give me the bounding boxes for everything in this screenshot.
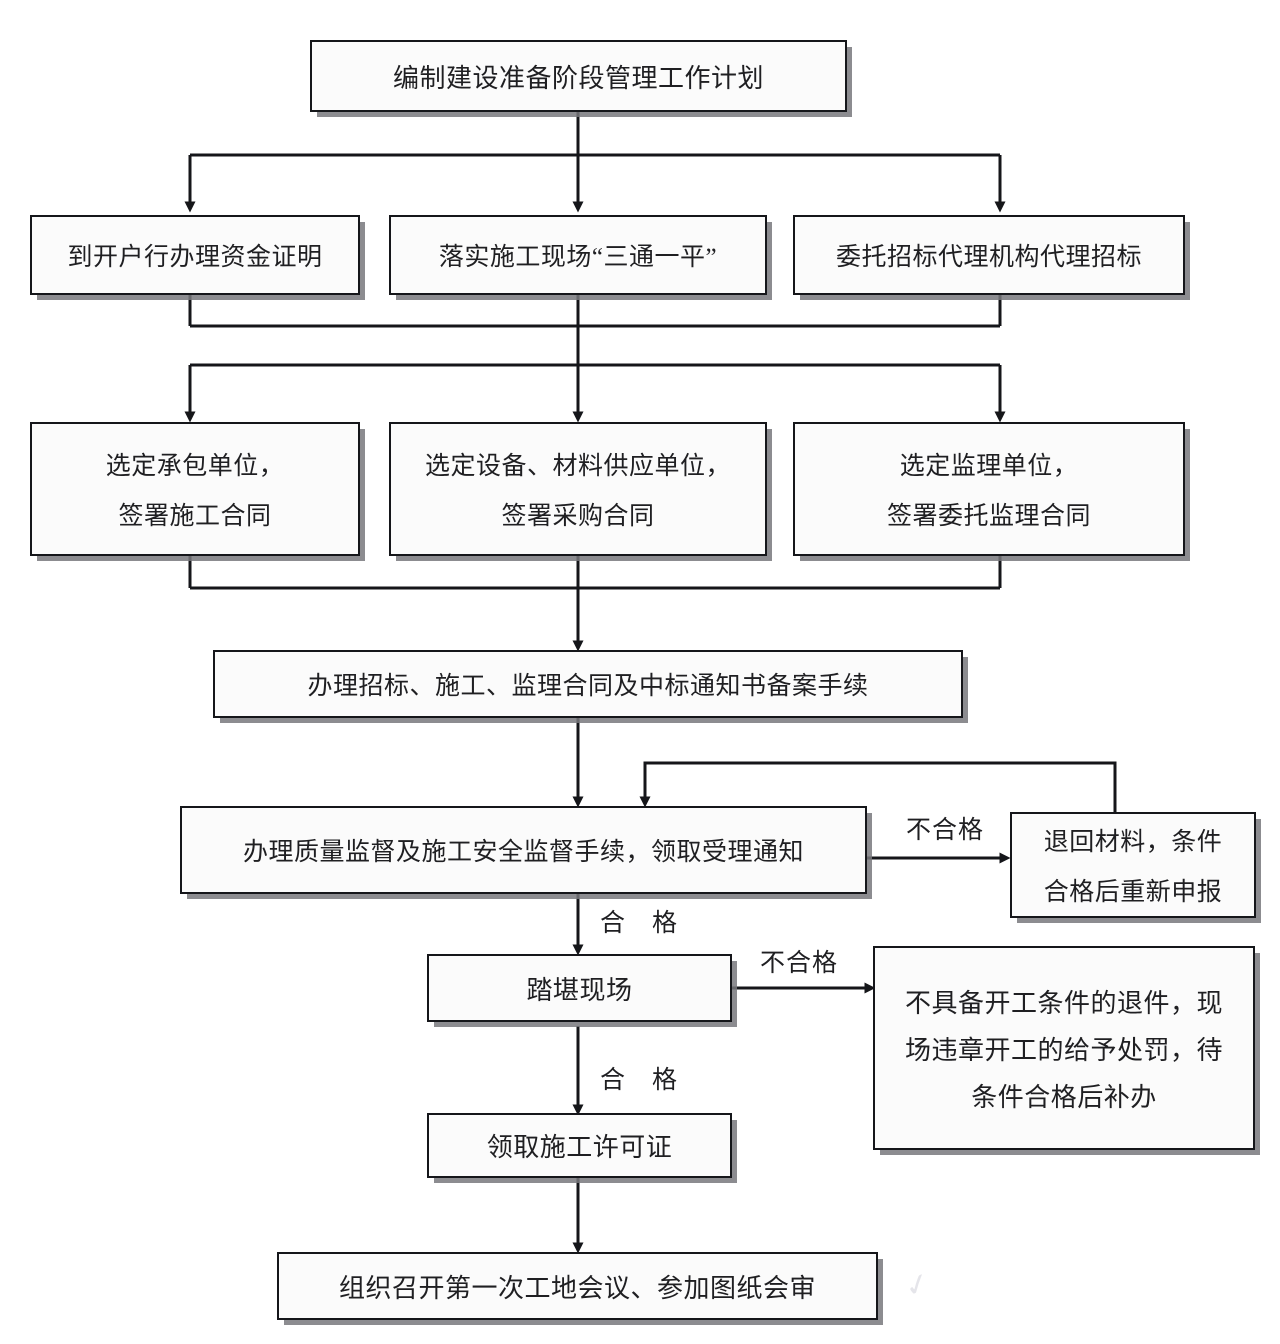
node-contractor-line2: 签署施工合同 [118, 503, 272, 530]
node-bidding-agent[interactable]: 委托招标代理机构代理招标 [793, 215, 1185, 295]
node-return-materials[interactable]: 退回材料，条件 合格后重新申报 [1010, 812, 1256, 918]
node-first-meeting[interactable]: 组织召开第一次工地会议、参加图纸会审 [277, 1252, 878, 1320]
edge-label-fail-to-return: 不合格 [906, 817, 985, 844]
node-supplier-line1: 选定设备、材料供应单位， [424, 453, 731, 480]
node-reject-penalty-line2: 场违章开工的给予处罚，待 [904, 1035, 1223, 1065]
node-plan[interactable]: 编制建设准备阶段管理工作计划 [310, 40, 847, 112]
node-reject-penalty-line1: 不具备开工条件的退件，现 [904, 988, 1223, 1018]
node-supplier[interactable]: 选定设备、材料供应单位， 签署采购合同 [389, 422, 767, 556]
node-plan-line1: 编制建设准备阶段管理工作计划 [392, 63, 764, 93]
node-first-meeting-line1: 组织召开第一次工地会议、参加图纸会审 [338, 1273, 816, 1303]
node-site-survey-line1: 踏堪现场 [526, 975, 633, 1005]
node-return-materials-line2: 合格后重新申报 [1043, 879, 1223, 906]
watermark: ✓ [900, 1265, 935, 1306]
node-reject-penalty[interactable]: 不具备开工条件的退件，现 场违章开工的给予处罚，待 条件合格后补办 [873, 946, 1255, 1150]
node-filing[interactable]: 办理招标、施工、监理合同及中标通知书备案手续 [213, 650, 963, 718]
node-quality-supervision-line1: 办理质量监督及施工安全监督手续，领取受理通知 [242, 839, 804, 866]
node-permit[interactable]: 领取施工许可证 [427, 1113, 732, 1178]
edge-label-fail-to-reject: 不合格 [760, 950, 839, 977]
node-contractor-line1: 选定承包单位， [105, 453, 285, 480]
node-supervisor-line1: 选定监理单位， [899, 453, 1079, 480]
node-permit-line1: 领取施工许可证 [486, 1133, 673, 1162]
node-supplier-line2: 签署采购合同 [501, 503, 655, 530]
edge-label-pass-to-survey: 合 格 [600, 910, 679, 937]
node-supervisor[interactable]: 选定监理单位， 签署委托监理合同 [793, 422, 1185, 556]
edge-label-pass-to-permit: 合 格 [600, 1067, 679, 1094]
node-fund-proof[interactable]: 到开户行办理资金证明 [30, 215, 360, 295]
node-site-ready[interactable]: 落实施工现场“三通一平” [389, 215, 767, 295]
node-site-survey[interactable]: 踏堪现场 [427, 954, 732, 1022]
node-fund-proof-line1: 到开户行办理资金证明 [67, 244, 323, 271]
node-site-ready-line1: 落实施工现场“三通一平” [438, 244, 718, 271]
node-bidding-agent-line1: 委托招标代理机构代理招标 [835, 244, 1142, 271]
node-filing-line1: 办理招标、施工、监理合同及中标通知书备案手续 [307, 673, 869, 700]
node-supervisor-line2: 签署委托监理合同 [886, 503, 1091, 530]
node-reject-penalty-line3: 条件合格后补办 [971, 1082, 1157, 1112]
node-contractor[interactable]: 选定承包单位， 签署施工合同 [30, 422, 360, 556]
node-return-materials-line1: 退回材料，条件 [1043, 829, 1223, 856]
wire-return-feedback [639, 761, 1117, 812]
node-quality-supervision[interactable]: 办理质量监督及施工安全监督手续，领取受理通知 [180, 806, 867, 894]
